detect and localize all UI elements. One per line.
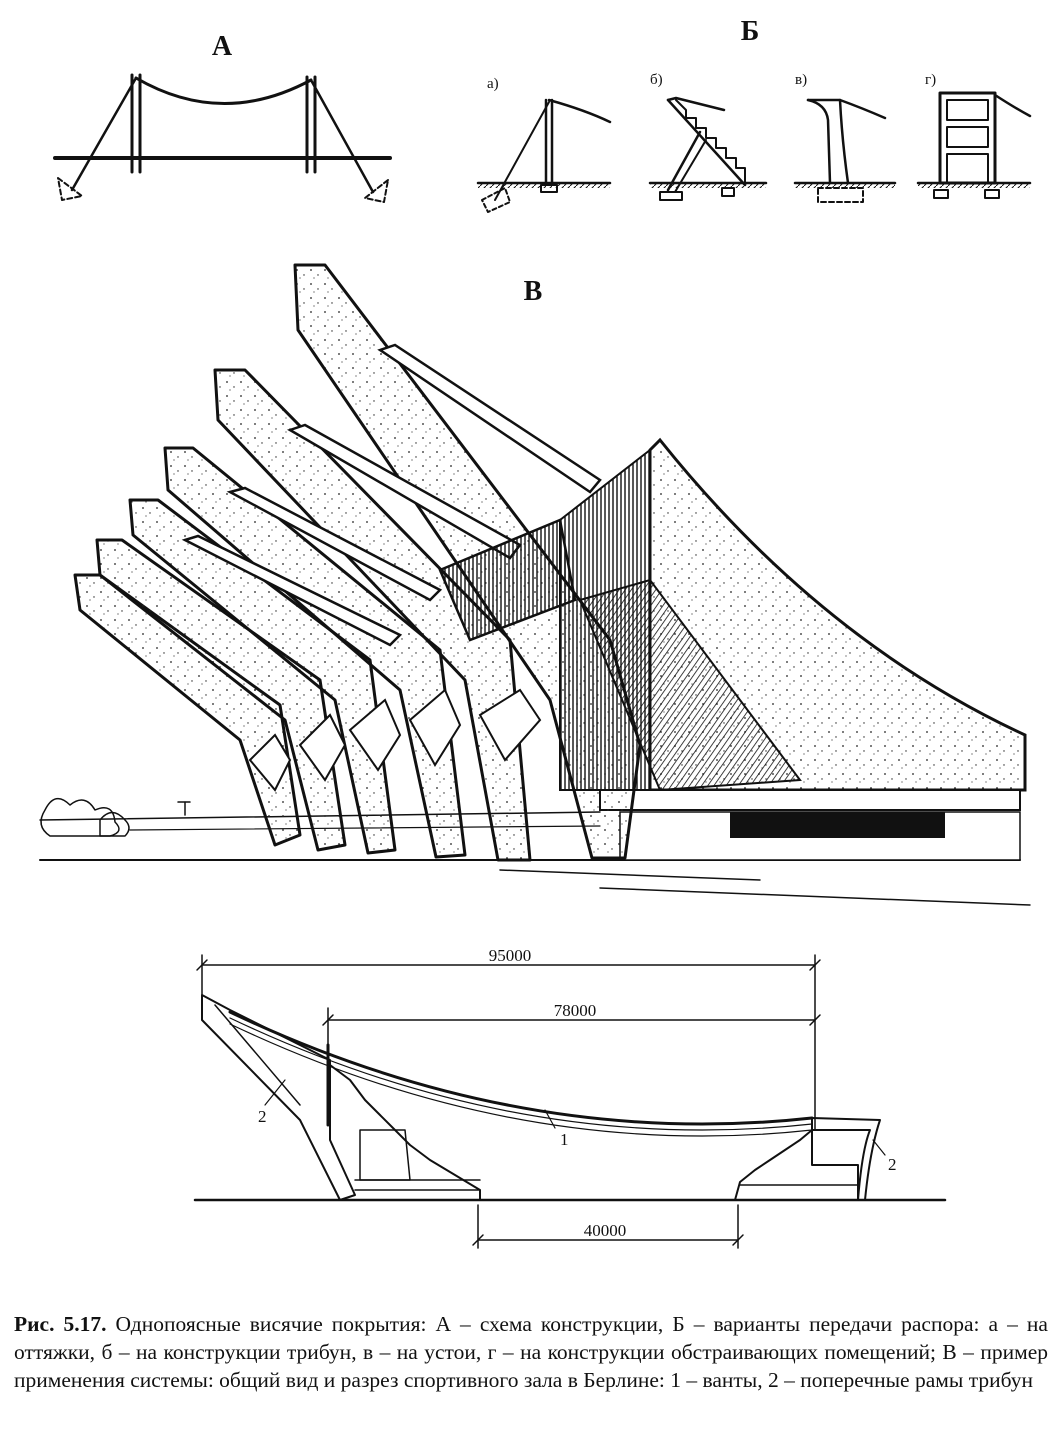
label-v: В <box>524 276 543 307</box>
section-drawing: 95000 78000 40000 2 <box>193 946 947 1249</box>
perspective-view: В <box>39 263 1031 906</box>
figure-caption: Рис. 5.17. Однопоясные висячие покрытия:… <box>14 1310 1048 1394</box>
figure-number: Рис. 5.17. <box>14 1312 107 1336</box>
variant-g: г) <box>916 72 1032 199</box>
label-a: А <box>212 31 233 62</box>
scheme-b: Б а) б) в) <box>476 16 1032 213</box>
variant-g-label: г) <box>925 72 936 88</box>
figure-caption-text: Однопоясные висячие покрытия: А – схема … <box>14 1312 1048 1392</box>
variant-a-label: а) <box>487 76 499 92</box>
dimension-span: 78000 <box>554 1001 597 1020</box>
figure-drawing: А Б а) б) <box>39 16 1032 1249</box>
marker-cable: 1 <box>560 1130 569 1149</box>
variant-b-label: б) <box>650 72 663 88</box>
variant-b: б) <box>648 72 768 201</box>
variant-v: в) <box>793 72 897 203</box>
variant-a: а) <box>476 76 612 213</box>
dimension-total: 95000 <box>489 946 532 965</box>
marker-frame-right: 2 <box>888 1155 897 1174</box>
dimension-arena: 40000 <box>584 1221 627 1240</box>
scheme-a: А <box>53 31 392 203</box>
label-b: Б <box>741 16 760 47</box>
marker-frame-left: 2 <box>258 1107 267 1126</box>
variant-v-label: в) <box>795 72 807 88</box>
